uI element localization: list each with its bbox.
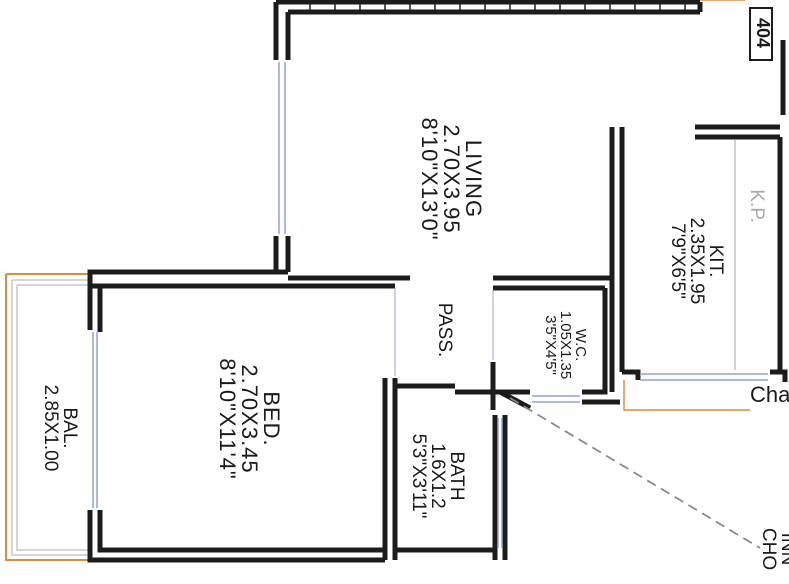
room-label-passage: PASS. (434, 302, 455, 358)
top-wall-ticks (309, 0, 686, 12)
wc-imperial: 3'5"X4'5" (542, 315, 559, 375)
balcony-metric: 2.85X1.00 (40, 384, 61, 472)
room-label-bath: BATH 1.6X1.2 5'3"X3'11" (400, 421, 467, 531)
balcony-name: BAL. (59, 407, 80, 449)
room-label-kitchen-platform: K.P. (746, 189, 767, 223)
room-label-living: LIVING 2.70X3.95 8'10"X13'0" (406, 94, 486, 264)
bed-name: BED. (259, 391, 284, 447)
room-label-wc: W.C. 1.05X1.35 3'5"X4'5" (538, 295, 589, 395)
balcony-railing (5, 273, 90, 561)
bath-metric: 1.6X1.2 (427, 443, 448, 509)
inner-chowk-line2: CHO (758, 527, 779, 571)
bath-name: BATH (446, 451, 467, 501)
bath-imperial: 5'3"X3'11" (408, 433, 429, 519)
inner-chowk-label: INN CHO (749, 514, 789, 584)
bed-metric: 2.70X3.45 (237, 364, 262, 474)
living-imperial: 8'10"X13'0" (417, 117, 442, 241)
kitchen-imperial: 7'9"X6'5" (667, 223, 688, 299)
room-label-kitchen: KIT. 2.35X1.95 7'9"X6'5" (659, 206, 726, 316)
floor-plan (5, 0, 788, 563)
chajja-outline (623, 0, 750, 411)
inner-chowk-line (509, 397, 761, 549)
windows (92, 62, 768, 548)
kitchen-metric: 2.35X1.95 (686, 217, 707, 305)
living-name: LIVING (461, 139, 486, 219)
unit-number-box (749, 7, 773, 61)
walls (87, 0, 788, 563)
chajja-label: Cha (750, 382, 789, 407)
bed-imperial: 8'10"X11'4" (215, 358, 240, 480)
living-metric: 2.70X3.95 (439, 124, 464, 234)
wc-metric: 1.05X1.35 (557, 310, 574, 380)
wc-name: W.C. (572, 328, 589, 362)
room-label-bed: BED. 2.70X3.45 8'10"X11'4" (204, 334, 284, 504)
unit-number: 404 (753, 17, 773, 49)
room-label-balcony: BAL. 2.85X1.00 (35, 378, 80, 478)
inner-chowk-line1: INN (777, 532, 789, 566)
kitchen-name: KIT. (705, 244, 726, 278)
balcony-rail-lines (11, 279, 90, 556)
